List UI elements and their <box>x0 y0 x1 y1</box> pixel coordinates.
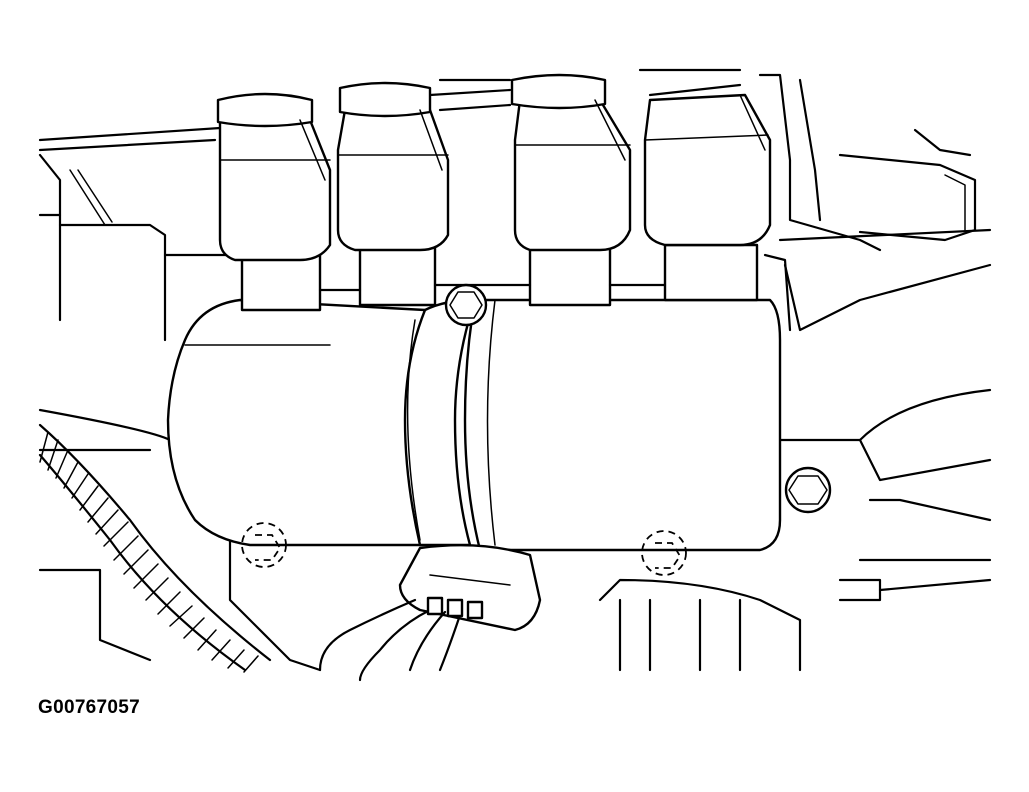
hidden-bolt-right <box>641 530 687 576</box>
harness-conduit <box>38 423 272 673</box>
engine-background-outline <box>38 68 992 672</box>
coil-pack-body <box>166 253 792 552</box>
right-bolt <box>784 466 832 514</box>
coil-tower-1 <box>216 92 332 312</box>
top-bolt <box>444 283 488 327</box>
coil-tower-4 <box>643 93 772 302</box>
coil-tower-3 <box>510 73 632 307</box>
hidden-bolt-left <box>241 522 287 568</box>
wiring-connector <box>318 544 542 682</box>
coil-tower-2 <box>336 81 450 307</box>
coil-towers <box>216 73 772 312</box>
figure-id-label: G00767057 <box>38 697 141 718</box>
mounting-bolts <box>241 283 832 576</box>
